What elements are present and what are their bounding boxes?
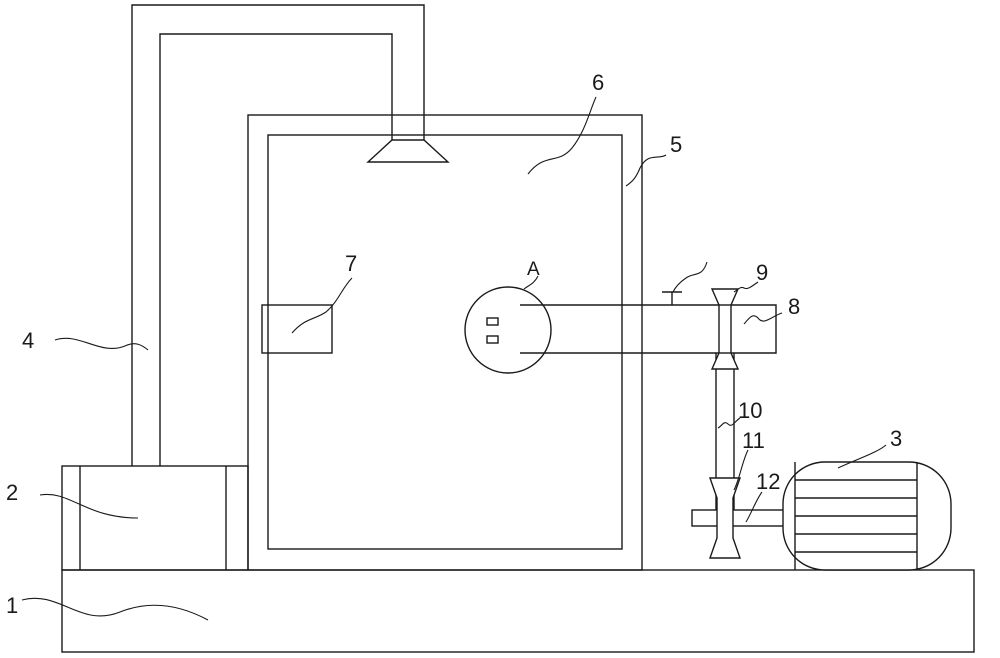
funnel-nozzle — [366, 139, 450, 163]
valve — [662, 291, 682, 305]
leader-1 — [21, 597, 209, 621]
base-plate — [61, 569, 975, 653]
leader-2 — [39, 493, 139, 519]
leader-5 — [625, 154, 667, 187]
lower-pulley — [709, 477, 741, 559]
leader-4 — [54, 337, 149, 351]
leader-6 — [527, 96, 597, 175]
leader-a — [523, 275, 539, 290]
label-9: 9 — [756, 260, 768, 285]
label-5: 5 — [670, 132, 682, 157]
motor-shaft — [691, 509, 785, 527]
leader-lines — [21, 96, 887, 621]
label-1: 1 — [6, 593, 18, 618]
leader-8 — [743, 312, 783, 325]
upper-pulley — [710, 288, 740, 370]
leader-3 — [837, 444, 887, 469]
chamber — [267, 134, 623, 550]
label-3: 3 — [890, 426, 902, 451]
label-7: 7 — [345, 251, 357, 276]
label-4: 4 — [22, 328, 34, 353]
leader-valve — [672, 261, 708, 293]
tank — [61, 465, 249, 571]
detail-circle-a — [464, 286, 552, 374]
label-11: 11 — [742, 428, 765, 453]
label-12: 12 — [756, 469, 780, 494]
leader-7 — [291, 277, 353, 334]
leader-9 — [733, 281, 759, 293]
leader-10 — [717, 417, 741, 429]
housing — [247, 114, 643, 571]
label-8: 8 — [788, 294, 800, 319]
pipe — [131, 4, 425, 466]
motor — [782, 461, 952, 571]
block — [261, 304, 333, 354]
leader-11 — [733, 449, 749, 491]
leader-12 — [745, 491, 763, 523]
label-6: 6 — [592, 70, 604, 95]
label-a: A — [527, 259, 540, 280]
label-2: 2 — [6, 480, 18, 505]
label-10: 10 — [738, 398, 762, 423]
shaft — [520, 304, 777, 354]
